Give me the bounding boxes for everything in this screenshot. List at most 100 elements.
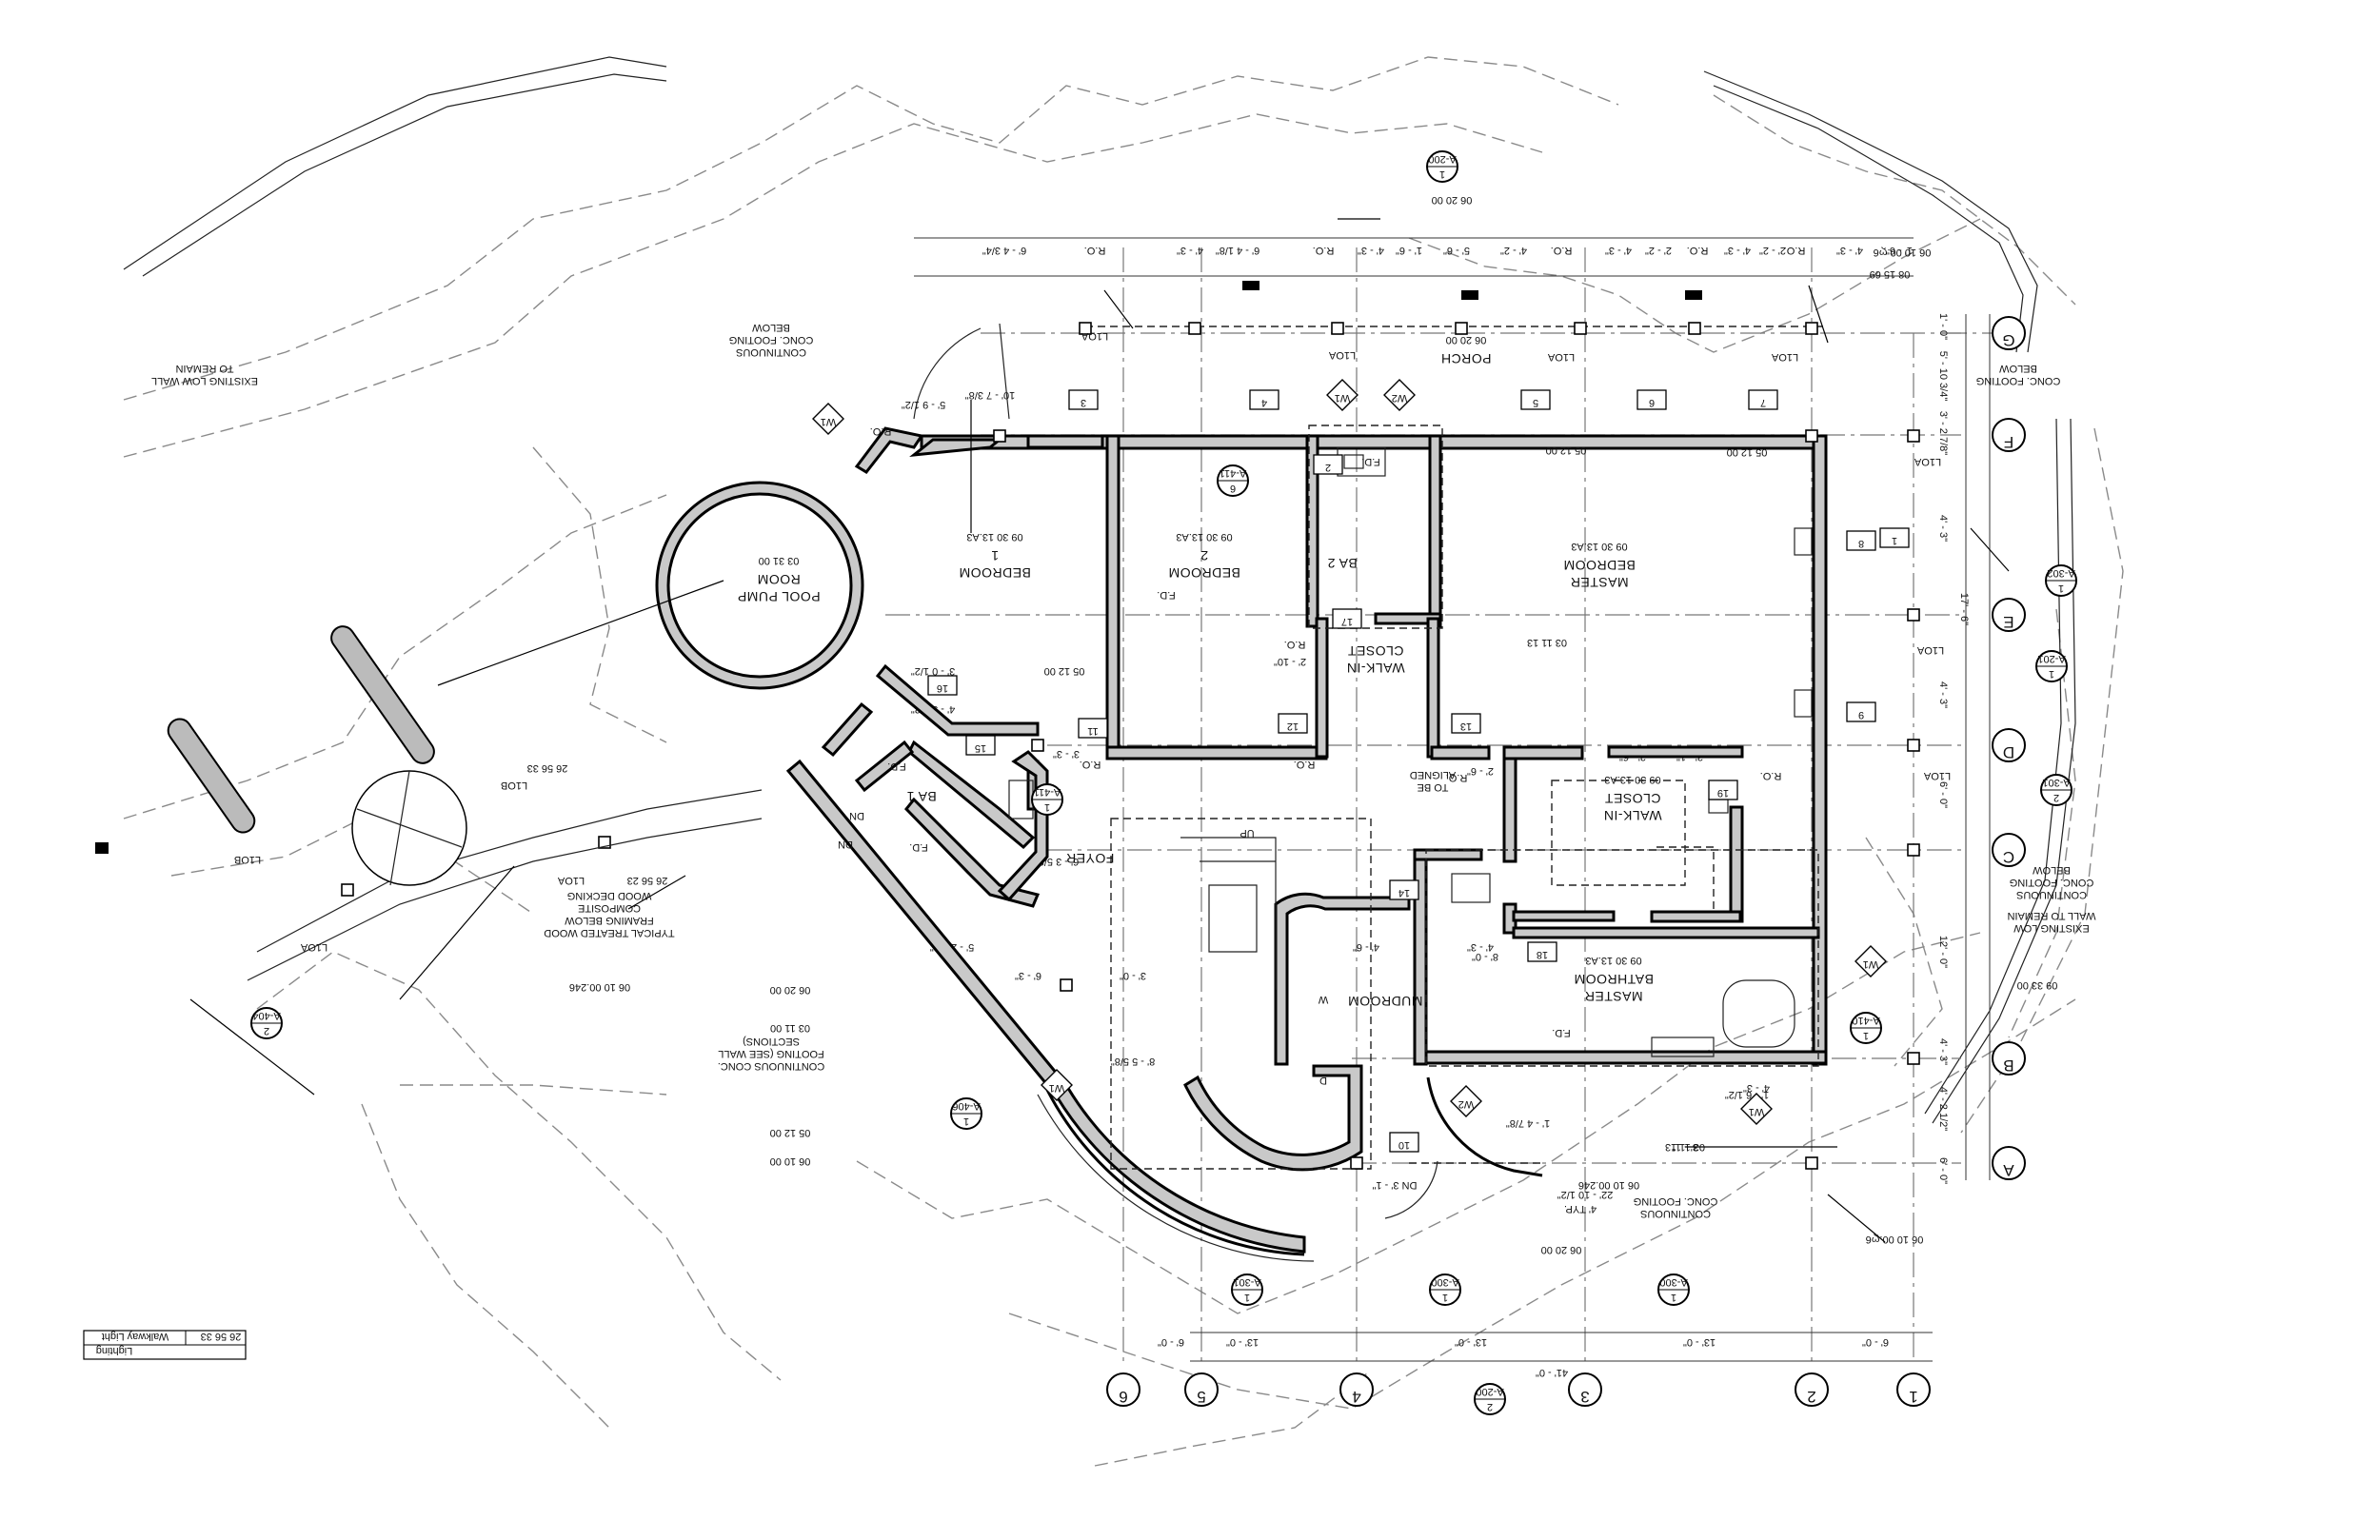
section-sheet-ref: A-200 bbox=[1476, 1386, 1503, 1397]
dimension-label: 8' - 0" bbox=[1472, 951, 1498, 962]
note-line: BELOW bbox=[2033, 864, 2071, 876]
spec-code: 05 12 00 bbox=[1727, 446, 1768, 458]
room-label-ba-2: BA 2 bbox=[1327, 556, 1358, 571]
annotation-tag: L1OA bbox=[1916, 644, 1944, 656]
section-sheet-ref: A-410 bbox=[1852, 1015, 1879, 1026]
door-tag-number: 10 bbox=[1398, 1139, 1410, 1151]
section-marker[interactable]: 1A-302 bbox=[2045, 564, 2077, 597]
room-label-line: POOL PUMP bbox=[737, 589, 820, 604]
dimension-string-bottom bbox=[1190, 1332, 1933, 1362]
dimension-right: 6' - 0" bbox=[1937, 1157, 1949, 1184]
section-marker[interactable]: 1A-300 bbox=[1657, 1273, 1690, 1306]
dimension-top: 2' - 2" bbox=[1759, 245, 1786, 256]
note-line: CONC. FOOTING bbox=[1976, 375, 2061, 386]
annotation-tag: F.D. bbox=[1157, 589, 1176, 601]
room-label-line: 06 20 00 bbox=[1446, 334, 1487, 346]
dimension-right: 1' - 0" bbox=[1937, 313, 1949, 340]
door-tag: 10 bbox=[1389, 1132, 1419, 1153]
grid-col-label: 4 bbox=[1352, 1388, 1360, 1406]
grid-col-label: 1 bbox=[1909, 1388, 1917, 1406]
note-line: WALL TO REMAIN bbox=[2007, 910, 2095, 921]
door-tag-number: 12 bbox=[1287, 721, 1299, 732]
title-line1: Walkway Light bbox=[102, 1331, 169, 1342]
section-marker[interactable]: 6A-411 bbox=[1217, 464, 1249, 497]
title-block: 26 56 33 Walkway Light Lighting bbox=[83, 1330, 247, 1360]
dimension-label: 1' - 4 7/8" bbox=[1506, 1117, 1550, 1129]
window-tag: W1 bbox=[1326, 379, 1359, 411]
door-tag-number: 4 bbox=[1261, 397, 1267, 408]
walkway-lighting bbox=[167, 625, 763, 981]
annotation-tag: R.O. bbox=[1294, 759, 1316, 770]
window-tag-label: W1 bbox=[821, 416, 837, 427]
section-marker[interactable]: 1A-406 bbox=[950, 1097, 982, 1130]
room-label-line: 09 30 13.A3 bbox=[1585, 955, 1641, 966]
grid-row-label: G bbox=[2002, 331, 2014, 349]
section-marker[interactable]: 1A-411 bbox=[1031, 783, 1063, 816]
door-tag: 5 bbox=[1520, 389, 1551, 410]
door-tag: 14 bbox=[1389, 879, 1419, 900]
door-tag-number: 13 bbox=[1460, 721, 1472, 732]
column-post bbox=[1907, 739, 1920, 752]
room-label-line: WALK-IN bbox=[1346, 661, 1404, 676]
section-marker[interactable]: 1A-200 bbox=[1426, 150, 1458, 183]
annotation-tag: L1OB bbox=[501, 780, 527, 791]
annotation-tag: L1OA bbox=[300, 941, 327, 953]
dimension-label: 4' - 3" bbox=[1467, 941, 1494, 953]
grid-bubble-col-5: 5 bbox=[1184, 1372, 1219, 1407]
door-tag: 1 bbox=[1879, 527, 1910, 548]
column-post bbox=[1574, 322, 1587, 335]
annotation-tag: L1OA bbox=[1923, 770, 1951, 781]
column-post bbox=[1188, 322, 1201, 335]
dimension-label: 4' - 3" bbox=[1743, 1082, 1770, 1094]
section-marker[interactable]: 2A-301 bbox=[2040, 774, 2073, 806]
section-marker[interactable]: 1 A-301 bbox=[1231, 1273, 1263, 1306]
annotation-tag: L1OA bbox=[1914, 456, 1941, 467]
dimension-right: 3' - 2 7/8" bbox=[1937, 411, 1949, 455]
column-post bbox=[1907, 1052, 1920, 1065]
door-tag: 19 bbox=[1708, 780, 1738, 800]
column-post bbox=[1350, 1156, 1363, 1170]
section-marker[interactable]: 1A-410 bbox=[1850, 1012, 1882, 1044]
door-tag: 4 bbox=[1249, 389, 1279, 410]
leaders bbox=[189, 218, 2010, 1243]
annotation-tag: W bbox=[1318, 994, 1328, 1005]
dimension-top: R.O. bbox=[1784, 245, 1806, 256]
section-number: 1 bbox=[1244, 1292, 1250, 1303]
pool-pump-room-walls bbox=[655, 426, 924, 690]
door-tag-number: 16 bbox=[937, 682, 948, 694]
section-number: 1 bbox=[1442, 1292, 1448, 1303]
section-marker[interactable]: 1A-201 bbox=[2035, 650, 2068, 682]
dimension-label: 5' - 9 1/2" bbox=[902, 399, 945, 410]
dimension-top: 5' - 6" bbox=[1443, 245, 1470, 256]
door-tag-number: 19 bbox=[1717, 787, 1729, 799]
section-sheet-ref: A-301 bbox=[1233, 1276, 1260, 1288]
section-marker[interactable]: 1A-300 bbox=[1429, 1273, 1461, 1306]
column-post bbox=[1907, 608, 1920, 622]
room-label-line: MASTER bbox=[1584, 989, 1642, 1004]
dimension-top: R.O. bbox=[1313, 245, 1335, 256]
note-line: FOOTING (SEE WALL bbox=[718, 1048, 823, 1059]
dimension-label: 2' - 6" bbox=[1467, 765, 1494, 777]
section-marker[interactable]: 2A-200 bbox=[1474, 1383, 1506, 1415]
room-label-foyer: FOYER bbox=[1066, 851, 1115, 866]
spec-code-c093300: 09 33 00 bbox=[2017, 979, 2058, 991]
dimension-label: 3' - 0" bbox=[1120, 970, 1146, 981]
door-tag: 16 bbox=[927, 675, 958, 696]
room-label-line: 2 bbox=[1200, 548, 1208, 563]
dimension-bottom: 13' - 0" bbox=[1683, 1336, 1716, 1348]
section-marker[interactable]: 2A-404 bbox=[250, 1007, 283, 1039]
room-label-line: CLOSET bbox=[1604, 791, 1660, 806]
grid-bubble-row-B: B bbox=[1992, 1041, 2026, 1076]
annotation-tag: F.D. bbox=[1361, 456, 1380, 467]
dimension-top: 6' - 4 1/8" bbox=[1216, 245, 1259, 256]
annotation-tag: L1OA bbox=[557, 875, 585, 886]
door-tag-number: 18 bbox=[1537, 949, 1548, 960]
column-post bbox=[1688, 322, 1701, 335]
